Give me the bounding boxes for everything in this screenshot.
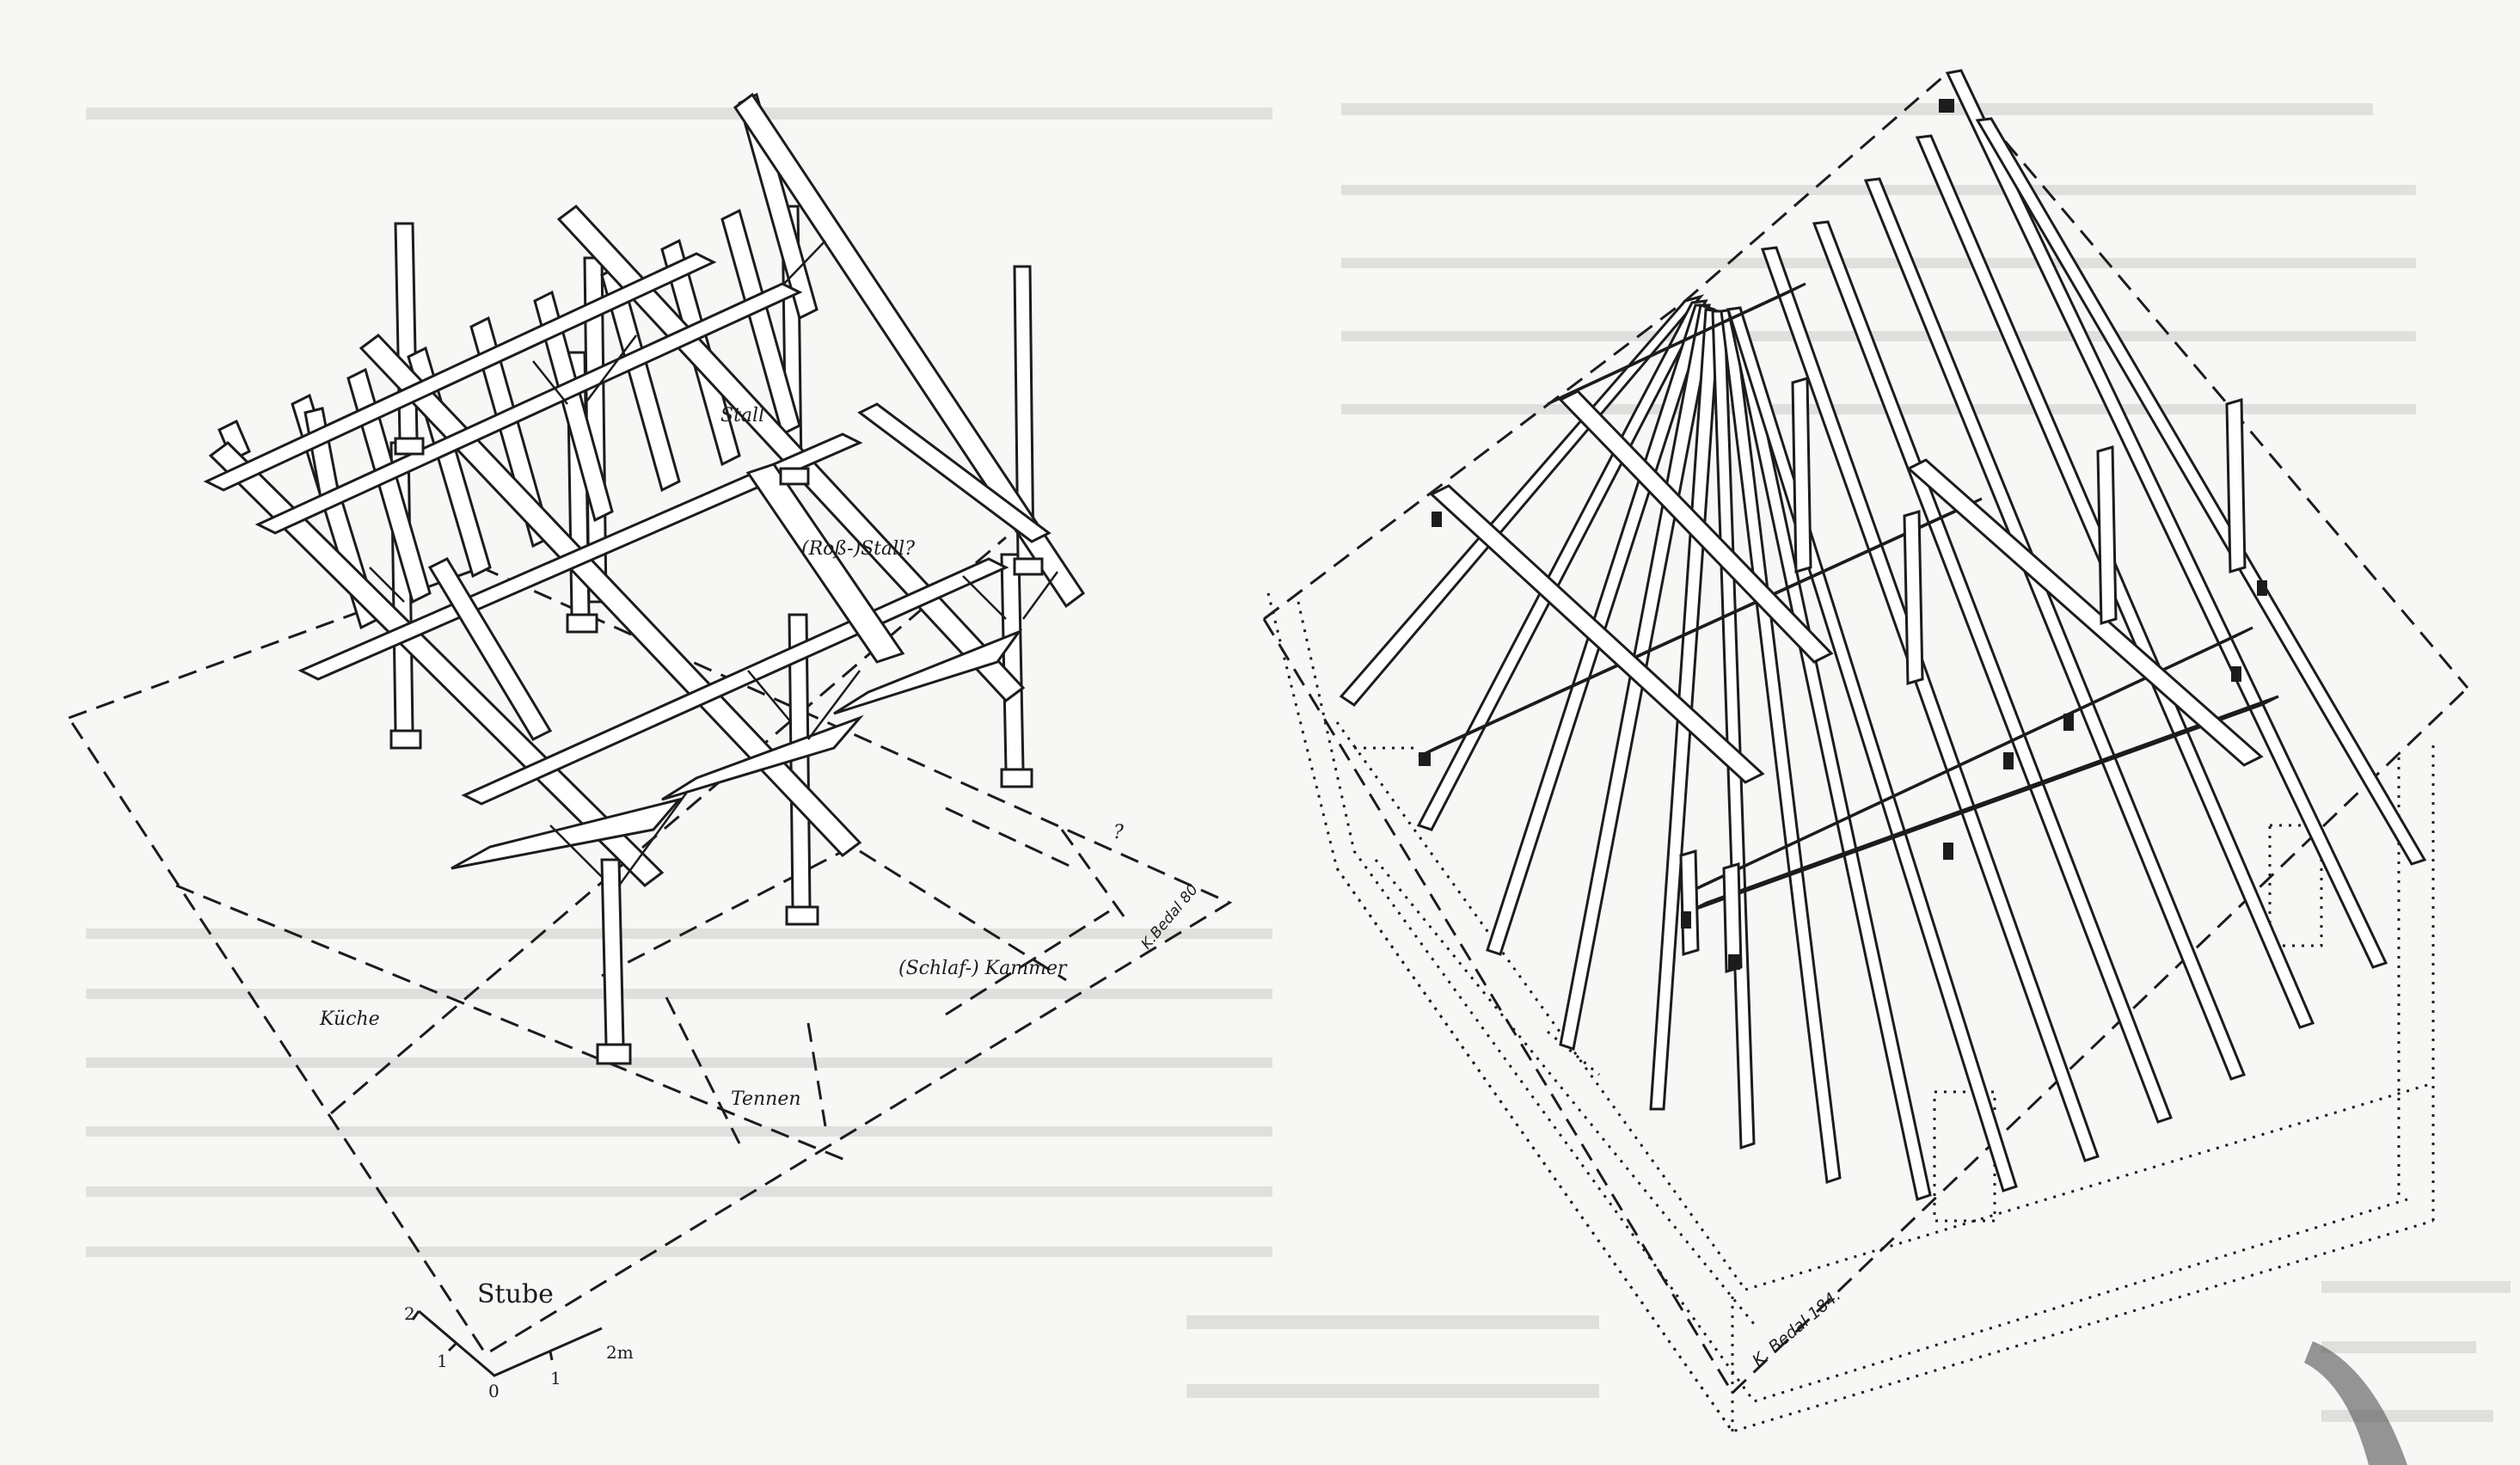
signature-right: K. Bedal 184. xyxy=(1749,1286,1844,1370)
long-beams xyxy=(203,92,1086,887)
label-tennen: Tennen xyxy=(731,1088,801,1110)
rafters xyxy=(218,92,819,630)
bleed-through-text xyxy=(86,103,2511,1422)
joint-blocks xyxy=(1419,99,2267,970)
scale-label-2-vertical: 2 xyxy=(404,1303,415,1324)
ground-plan-outline xyxy=(66,536,1233,1357)
roof-purlins xyxy=(1418,282,2279,913)
scale-label-1-vertical: 1 xyxy=(437,1351,448,1371)
label-schlaf-kammer: (Schlaf-) Kammer xyxy=(898,958,1068,979)
braces xyxy=(369,240,1059,886)
plinth-stones xyxy=(389,437,1044,1065)
scale-label-2m: 2m xyxy=(606,1342,634,1363)
scale-label-0: 0 xyxy=(488,1381,500,1401)
roof-rafters xyxy=(1339,69,2427,1201)
label-ross-stall: (Roß-)Stall? xyxy=(801,538,915,560)
label-stube: Stube xyxy=(477,1279,554,1309)
scale-label-1-horizontal: 1 xyxy=(550,1368,561,1388)
left-timber-frame-drawing: 0 1 2m 1 2 Stall (Roß-)Stall? Küche Tenn… xyxy=(66,92,1233,1401)
page-smudge xyxy=(2304,1341,2407,1465)
signature-left: K.Bedal 80 xyxy=(1138,881,1202,953)
scale-bar xyxy=(411,1309,603,1377)
label-question-mark: ? xyxy=(1113,822,1124,843)
label-kueche: Küche xyxy=(319,1008,380,1030)
right-hip-roof-drawing: K. Bedal 184. xyxy=(1262,69,2469,1433)
label-stall: Stall xyxy=(720,405,764,426)
roof-outline xyxy=(1262,70,2469,1395)
roof-posts xyxy=(1679,377,2247,973)
tie-beams xyxy=(427,402,1052,870)
